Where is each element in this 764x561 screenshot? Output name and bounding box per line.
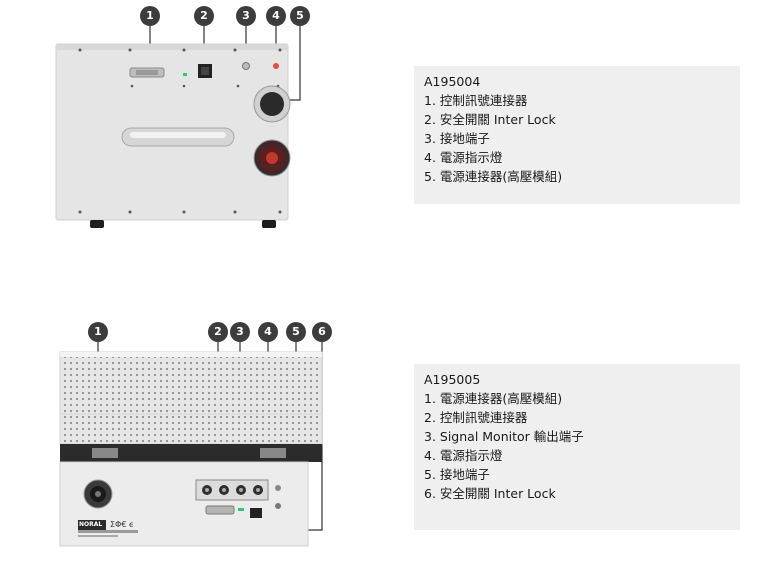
- callout-badge-2: 2: [208, 322, 228, 342]
- part-item: 2. 安全開關 Inter Lock: [424, 112, 556, 127]
- part-item: 3. Signal Monitor 輸出端子: [424, 429, 584, 444]
- a195004-description-panel: A195004 1. 控制訊號連接器 2. 安全開關 Inter Lock 3.…: [414, 66, 740, 204]
- product-label-logo: NORAL: [79, 521, 103, 528]
- callout-badge-3: 3: [236, 6, 256, 26]
- part-item: 3. 接地端子: [424, 131, 490, 146]
- callout-badge-5: 5: [290, 6, 310, 26]
- device-a195004-figure: 1 2 3 4 5: [50, 0, 310, 240]
- callout-badge-4: 4: [258, 322, 278, 342]
- part-item: 4. 電源指示燈: [424, 448, 503, 463]
- callout-badge-5: 5: [286, 322, 306, 342]
- device-a195005-figure: NORAL ΣΦ€ ϵ 1 2 3 4 5 6: [50, 318, 340, 554]
- callout-badge-1: 1: [140, 6, 160, 26]
- callout-badge-2: 2: [194, 6, 214, 26]
- part-item: 5. 接地端子: [424, 467, 490, 482]
- callout-badge-3: 3: [230, 322, 250, 342]
- part-item: 2. 控制訊號連接器: [424, 410, 528, 425]
- certification-marks: ΣΦ€ ϵ: [110, 520, 134, 529]
- model-number: A195005: [424, 372, 481, 387]
- model-number: A195004: [424, 74, 481, 89]
- device-a195005-illustration: [59, 342, 323, 547]
- part-item: 5. 電源連接器(高壓模組): [424, 169, 563, 184]
- callout-badge-1: 1: [88, 322, 108, 342]
- callout-badge-4: 4: [266, 6, 286, 26]
- part-item: 1. 控制訊號連接器: [424, 93, 528, 108]
- part-item: 4. 電源指示燈: [424, 150, 503, 165]
- callout-badge-6: 6: [312, 322, 332, 342]
- part-item: 6. 安全開關 Inter Lock: [424, 486, 556, 501]
- device-a195004-illustration: [55, 18, 301, 228]
- part-item: 1. 電源連接器(高壓模組): [424, 391, 563, 406]
- a195005-description-panel: A195005 1. 電源連接器(高壓模組) 2. 控制訊號連接器 3. Sig…: [414, 364, 740, 530]
